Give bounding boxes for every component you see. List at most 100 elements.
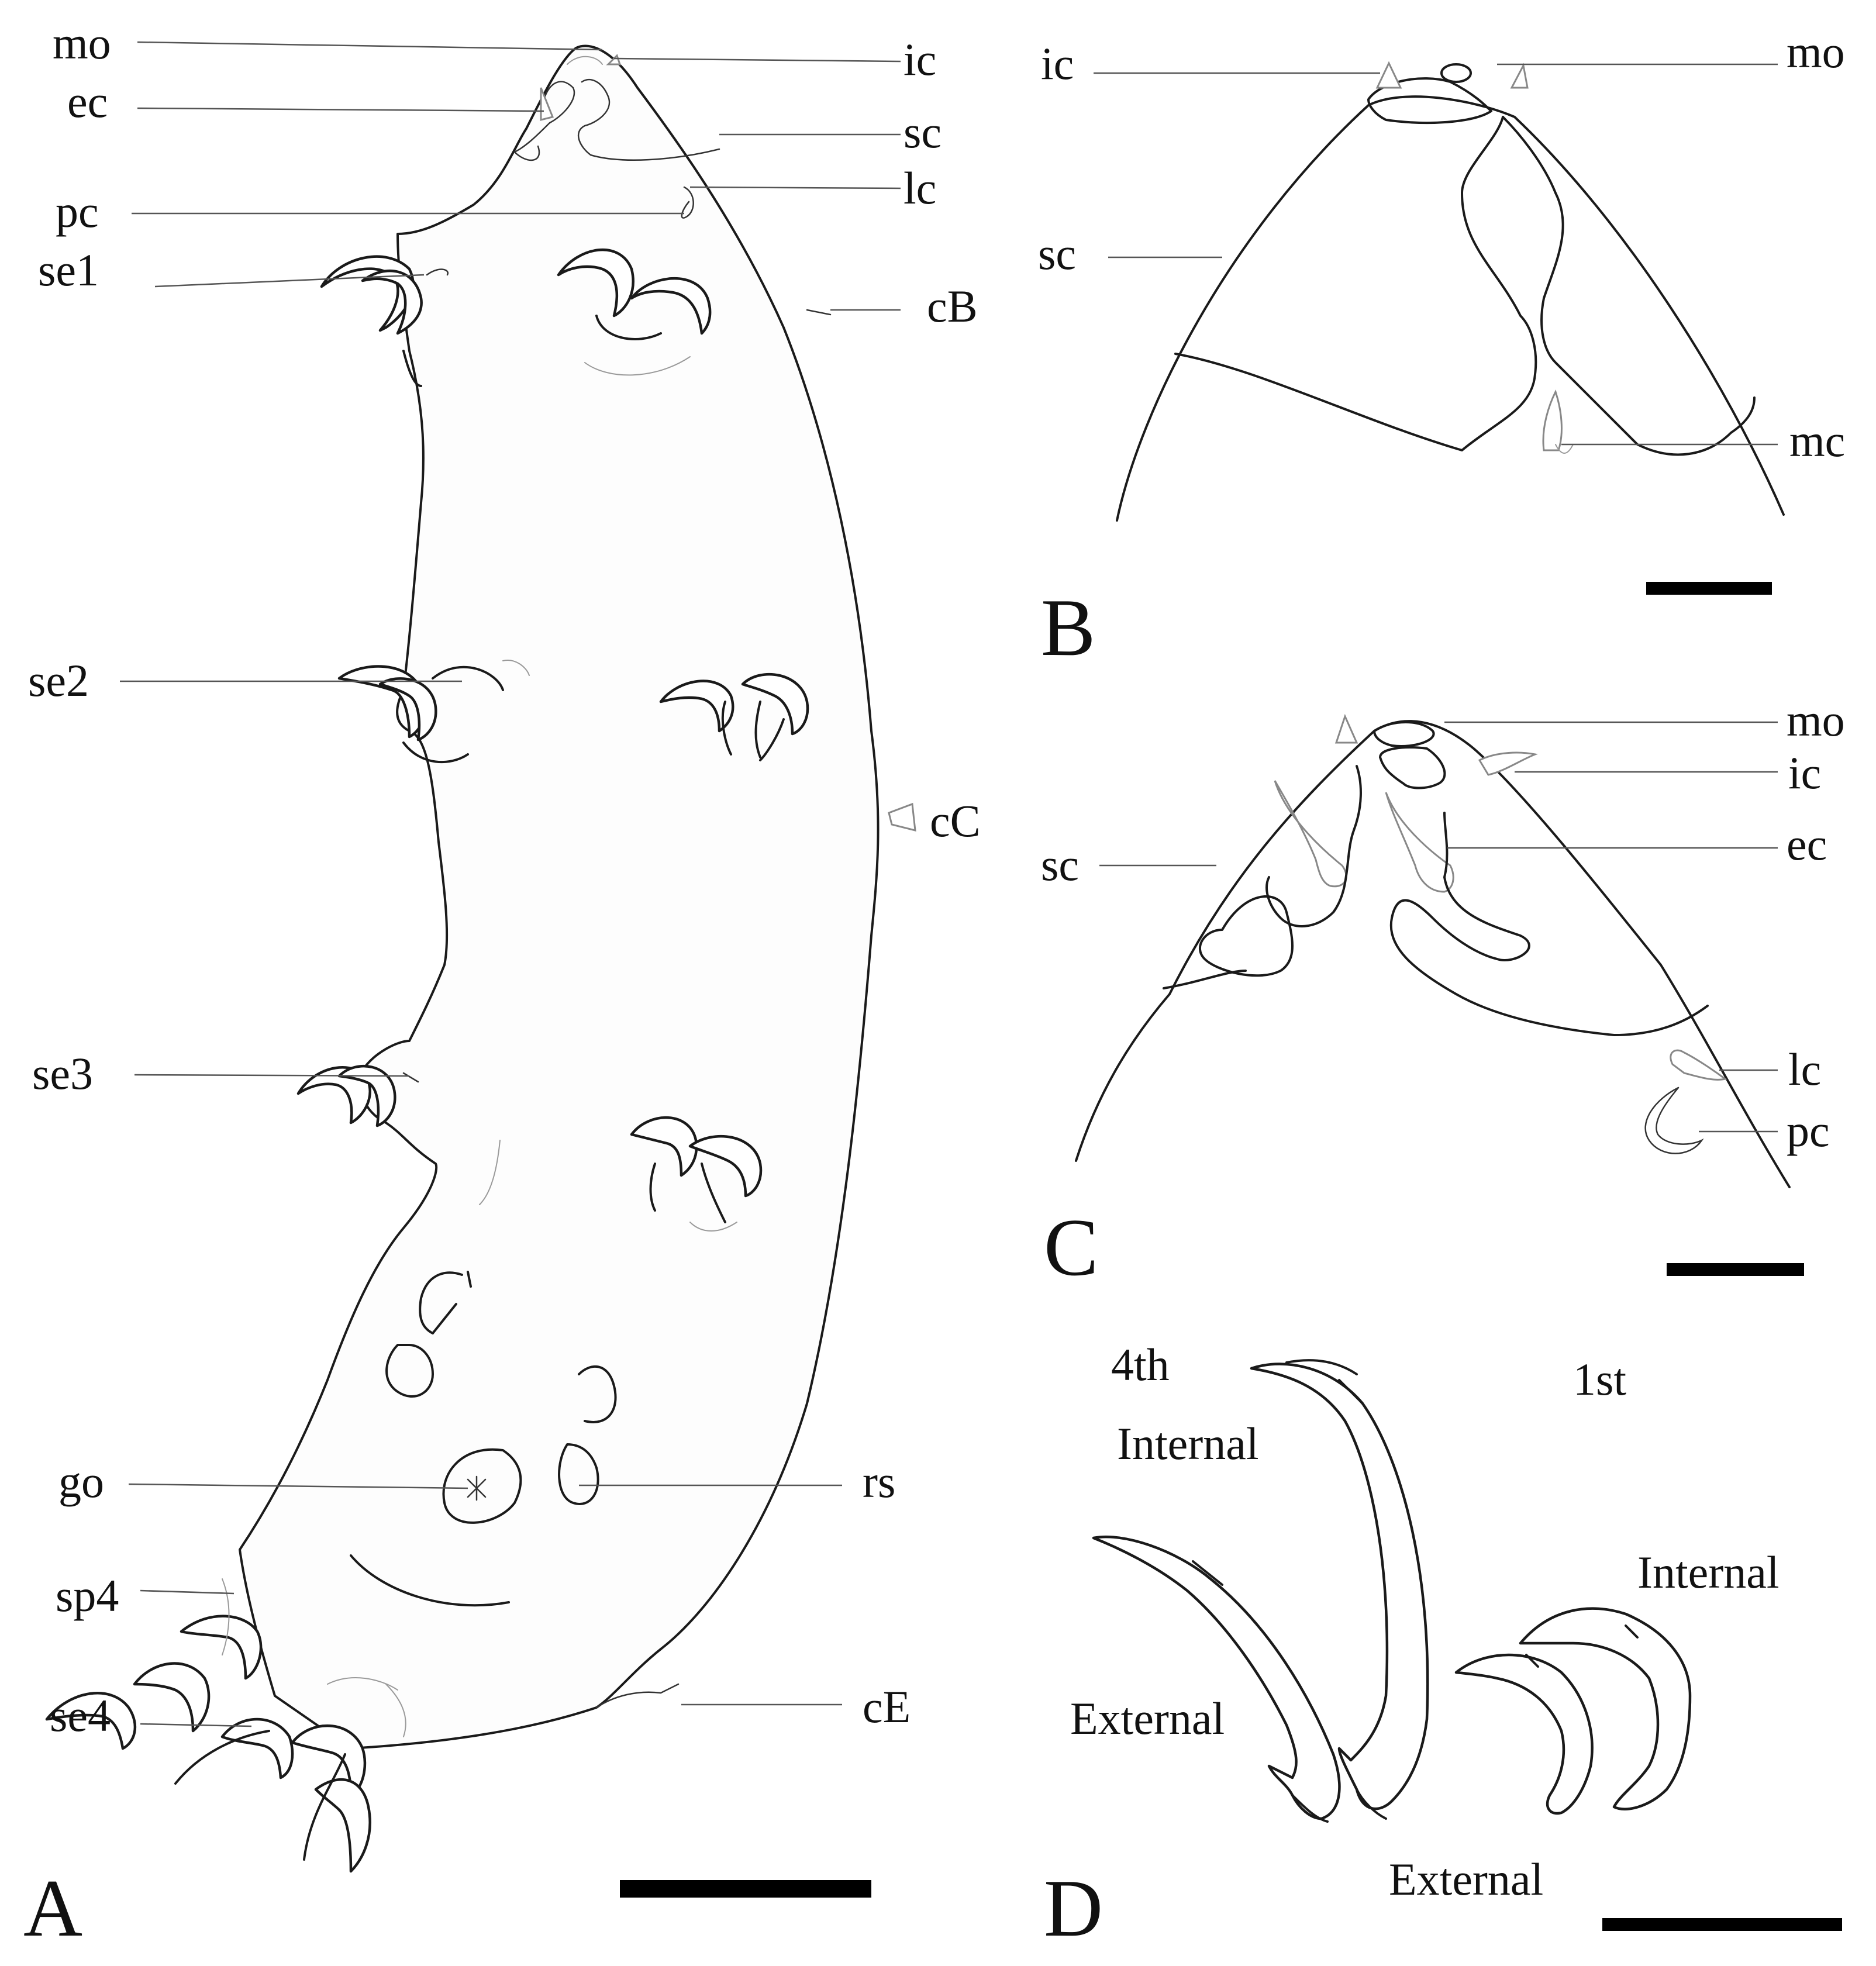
leg1-outline xyxy=(402,350,422,387)
leg3-inner-arc xyxy=(689,1222,737,1232)
leg4-claw-a xyxy=(180,1615,263,1680)
d-1st-external-claw xyxy=(1454,1653,1594,1815)
d-4th-base xyxy=(1291,1788,1387,1823)
label-d-1st-external: External xyxy=(1389,1854,1543,1905)
rs-right xyxy=(558,1365,617,1505)
lc-cirrus xyxy=(681,186,694,219)
leg2-inner-stem xyxy=(721,701,785,761)
label-a-go: go xyxy=(58,1456,104,1507)
c-lobe-1 xyxy=(1265,765,1362,927)
leg1-inner-claw-a xyxy=(557,248,634,318)
label-a-ec: ec xyxy=(67,76,108,127)
label-b-mc: mc xyxy=(1789,415,1845,466)
c-head-outline xyxy=(1075,720,1791,1188)
leg1-inner-curve xyxy=(595,315,662,340)
b-ic-left xyxy=(1375,61,1402,89)
b-plate-line-left xyxy=(1174,116,1537,451)
leg1-sensory xyxy=(426,268,449,276)
cB-cirrus xyxy=(806,309,832,316)
d-4th-internal-claw xyxy=(1250,1363,1429,1810)
leg2-inner-claw-a xyxy=(659,680,734,733)
c-lobe-2 xyxy=(1198,895,1294,977)
label-c-sc: sc xyxy=(1041,839,1079,890)
rs-left-neck xyxy=(432,1271,472,1334)
label-a-sp4: sp4 xyxy=(56,1570,119,1621)
b-mouth-opening xyxy=(1440,63,1472,83)
label-a-sc: sc xyxy=(903,106,942,157)
panel-letter-c: C xyxy=(1044,1202,1098,1293)
body-outline xyxy=(239,44,880,1750)
rs-left xyxy=(385,1271,463,1398)
scale-bar-b xyxy=(1646,582,1772,595)
leg4-claw-f xyxy=(314,1778,371,1873)
c-lobe-left-mouth xyxy=(1379,746,1446,789)
label-b-ic: ic xyxy=(1041,38,1074,89)
label-a-ic: ic xyxy=(903,34,936,85)
label-c-lc: lc xyxy=(1788,1044,1821,1095)
go-gonopore xyxy=(442,1448,522,1524)
leg3-claw-b xyxy=(337,1064,396,1127)
leg4-faint xyxy=(222,1578,406,1737)
leg3-inner-stem xyxy=(649,1163,726,1223)
label-a-cE: cE xyxy=(863,1681,911,1732)
panel-letter-b: B xyxy=(1041,582,1095,673)
leg3-claw-a xyxy=(296,1066,371,1125)
leg3-inner-claw-b xyxy=(688,1134,763,1198)
b-head-outline xyxy=(1116,95,1785,522)
d-4th-internal-secondary xyxy=(1285,1359,1364,1405)
label-d-4th-internal: Internal xyxy=(1117,1418,1259,1469)
d-1st-internal-secondary xyxy=(1625,1624,1639,1639)
d-4th-external-secondary xyxy=(1192,1560,1223,1586)
label-d-4th-external: External xyxy=(1070,1693,1225,1744)
d-4th-external-claw xyxy=(1092,1535,1341,1820)
label-a-rs: rs xyxy=(863,1456,895,1507)
c-lower-outline xyxy=(1163,970,1247,989)
leg2-inner-claw-b xyxy=(741,672,809,736)
d-1st-external-secondary xyxy=(1525,1654,1539,1668)
label-d-1st: 1st xyxy=(1573,1354,1626,1405)
leg2-claw-a xyxy=(337,665,426,739)
leg3-sensory xyxy=(402,1072,419,1083)
label-a-mo: mo xyxy=(53,18,111,68)
leg1-claw-a xyxy=(320,255,415,332)
b-plate-line-right xyxy=(1502,116,1756,456)
leg1-inner-claw-b xyxy=(630,277,712,335)
label-c-ec: ec xyxy=(1787,819,1827,870)
label-a-cC: cC xyxy=(930,795,981,846)
leg2-lobe xyxy=(402,665,504,764)
label-c-mo: mo xyxy=(1787,695,1845,746)
leg3-faint xyxy=(479,1140,501,1205)
c-ic-right xyxy=(1478,751,1539,776)
label-d-1st-internal: Internal xyxy=(1637,1547,1780,1598)
cephalic-mouth xyxy=(567,56,603,65)
b-mouth xyxy=(1367,77,1492,124)
leg4-claw-c xyxy=(45,1692,137,1750)
scale-bar-a xyxy=(620,1880,871,1898)
label-a-se4: se4 xyxy=(50,1690,111,1741)
cephalic-lobe-right xyxy=(578,78,720,161)
panel-letter-d: D xyxy=(1044,1863,1103,1954)
panel-b: ic mo sc mc B xyxy=(1038,26,1845,673)
ic-cirrus xyxy=(606,54,622,65)
leg4-claw-b xyxy=(133,1662,211,1733)
go-star xyxy=(467,1475,487,1501)
label-a-se2: se2 xyxy=(28,655,89,706)
b-ic-right xyxy=(1510,63,1529,89)
label-b-sc: sc xyxy=(1038,228,1076,279)
panel-a xyxy=(45,44,916,1873)
leg4-stem-b xyxy=(174,1730,270,1785)
leg1-claw-b xyxy=(361,269,423,335)
label-a-se1: se1 xyxy=(38,244,99,295)
label-a-pc: pc xyxy=(56,186,99,237)
scale-bar-c xyxy=(1667,1263,1804,1276)
label-a-se3: se3 xyxy=(32,1048,93,1099)
ec-cirrus xyxy=(540,87,554,121)
cE-cirrus xyxy=(595,1683,680,1709)
c-mouth xyxy=(1373,721,1435,747)
c-ic-left xyxy=(1334,713,1358,744)
scale-bar-d xyxy=(1602,1918,1842,1931)
c-lc-cirrus xyxy=(1670,1049,1727,1081)
label-d-4th: 4th xyxy=(1111,1339,1170,1390)
leg4-stem-a xyxy=(303,1753,346,1861)
